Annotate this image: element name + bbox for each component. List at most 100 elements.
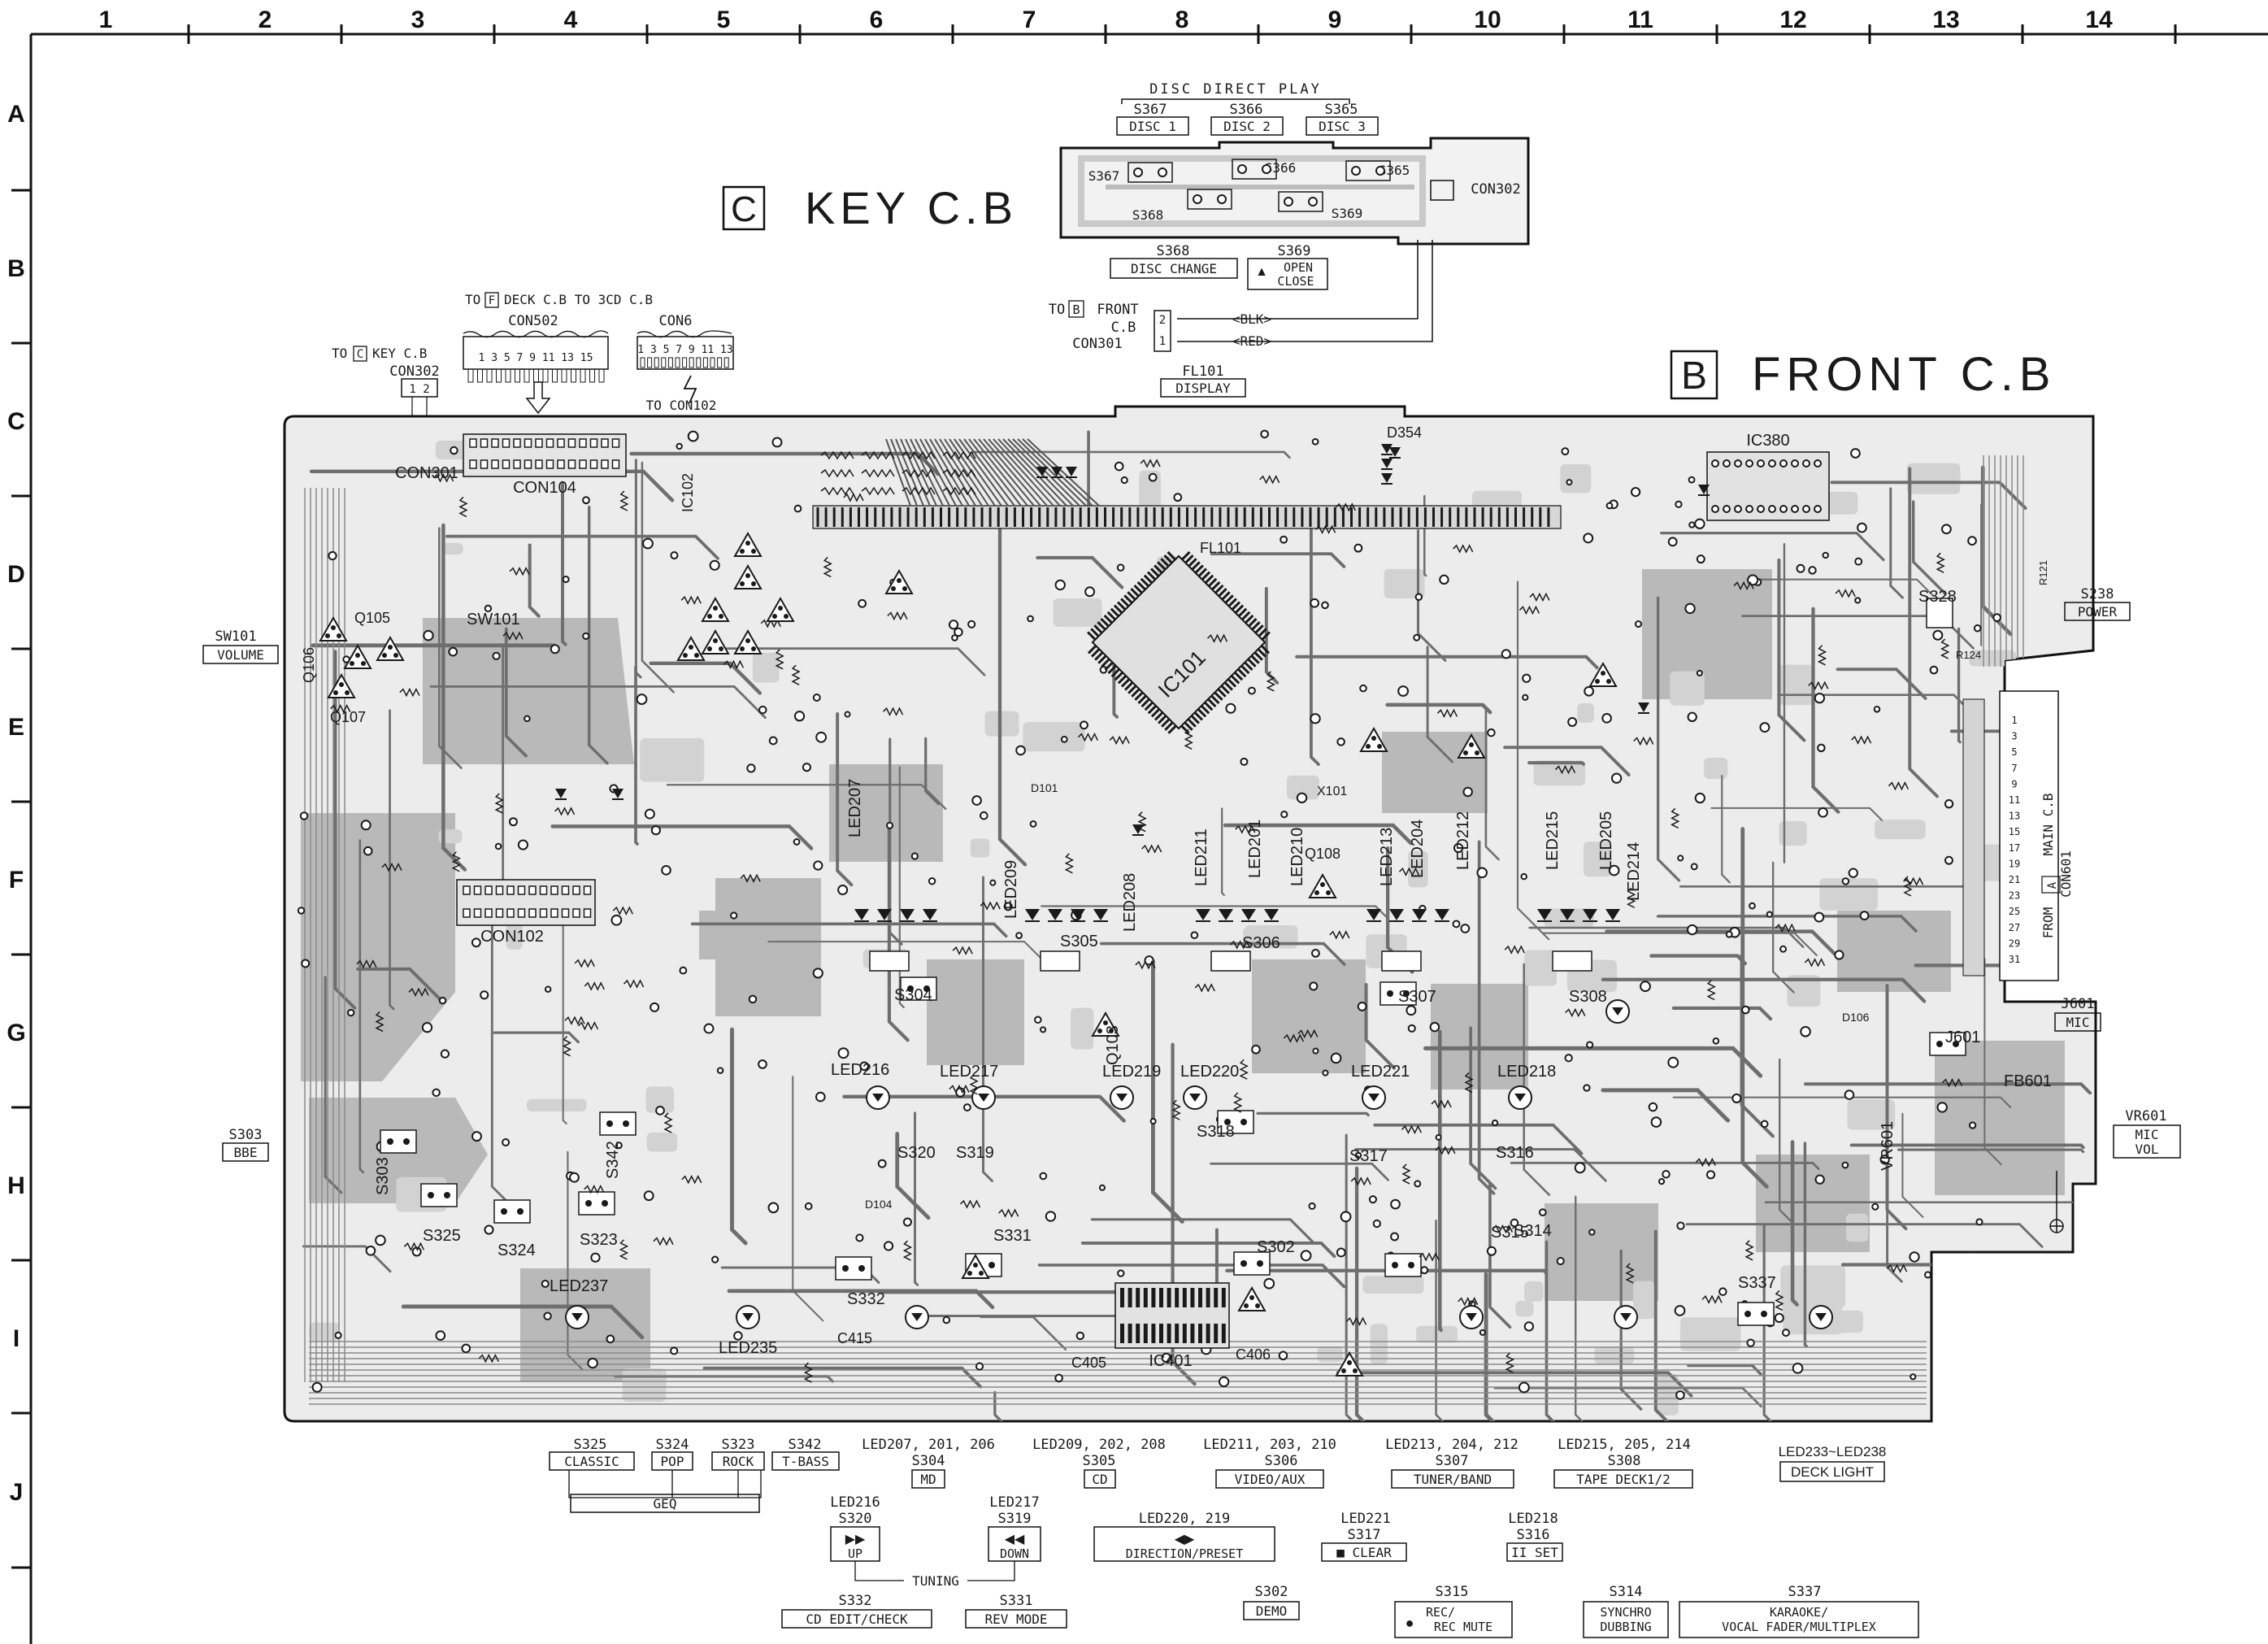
lead	[1214, 691, 1223, 701]
via	[1973, 624, 1982, 633]
pin	[1353, 1368, 1358, 1373]
resistor	[942, 468, 976, 478]
via	[1817, 743, 1826, 753]
via	[971, 795, 982, 806]
via	[650, 1002, 660, 1012]
copper-patch	[1704, 758, 1728, 779]
pin	[561, 368, 567, 383]
resistor	[1315, 524, 1336, 535]
lead	[1167, 550, 1176, 561]
pin	[740, 646, 745, 651]
via	[1605, 502, 1614, 510]
via	[1084, 586, 1096, 598]
pin	[1151, 1324, 1156, 1343]
con601-header	[1962, 698, 1985, 976]
via	[1936, 1102, 1948, 1113]
s342-ref: S342	[789, 1437, 822, 1453]
lead	[1184, 555, 1194, 564]
demo-label: DEMO	[1256, 1603, 1288, 1619]
fl101-board-label: FL101	[1200, 540, 1241, 556]
to-deck-text2: DECK C.B TO 3CD C.B	[504, 292, 653, 307]
con601-pin: 21	[2009, 874, 2020, 885]
pin	[1120, 1288, 1124, 1307]
lead	[1116, 601, 1127, 611]
pin	[772, 614, 777, 619]
column-label-9: 9	[1328, 7, 1342, 33]
bbe-label: BBE	[234, 1145, 258, 1160]
trace	[1171, 1042, 1197, 1386]
pin	[710, 357, 715, 368]
lead	[1237, 607, 1248, 617]
resistor	[952, 946, 973, 955]
switch-pad	[501, 1208, 507, 1215]
con601-pin: 9	[2011, 778, 2017, 789]
pad	[583, 908, 592, 918]
s367-inner: S367	[1088, 168, 1120, 184]
via	[1098, 1184, 1106, 1191]
via	[1518, 1381, 1530, 1394]
trace	[1516, 581, 1550, 941]
via	[1808, 566, 1817, 575]
led-icon	[1435, 909, 1449, 920]
via	[1054, 1373, 1063, 1383]
trace	[723, 647, 986, 676]
switch-body	[1127, 162, 1173, 183]
pin	[1175, 1324, 1180, 1343]
pin	[751, 549, 756, 554]
pin	[524, 368, 530, 383]
resistor	[1744, 1240, 1754, 1261]
fl101-pins	[816, 438, 1550, 527]
pin	[661, 357, 667, 368]
ic102-label: IC102	[680, 473, 696, 512]
pad	[579, 459, 587, 469]
lead	[1107, 664, 1117, 675]
resistor	[1504, 945, 1525, 955]
via	[687, 430, 699, 442]
trace	[1385, 702, 1492, 715]
led-icon	[1189, 1094, 1201, 1102]
s319-led: LED217	[989, 1494, 1039, 1511]
via	[1676, 1221, 1685, 1230]
via	[1850, 448, 1861, 459]
switch-pad	[988, 1262, 995, 1268]
via	[311, 1381, 323, 1393]
via	[1218, 1376, 1230, 1388]
pin	[1167, 1324, 1171, 1343]
trace	[1503, 746, 1631, 776]
via	[661, 865, 671, 876]
led-icon	[1612, 1007, 1623, 1016]
led-icon	[877, 909, 892, 920]
via	[1311, 949, 1320, 958]
via	[804, 1202, 813, 1211]
ic401-label: IC401	[1149, 1352, 1192, 1370]
via	[1429, 1021, 1440, 1033]
trace	[493, 1031, 580, 1044]
lead	[1120, 598, 1130, 607]
pad	[506, 885, 515, 895]
resistor	[1492, 1224, 1514, 1234]
lead	[1190, 715, 1200, 724]
pin	[751, 581, 756, 586]
via	[1510, 1218, 1519, 1228]
fl-trace	[1012, 438, 1080, 507]
lead	[1191, 561, 1201, 571]
pin	[1190, 1288, 1195, 1307]
lead	[1233, 671, 1244, 681]
via	[1054, 579, 1066, 591]
via	[461, 1343, 471, 1354]
column-label-3: 3	[411, 7, 425, 33]
resistor	[1903, 876, 1913, 897]
lead	[1181, 550, 1191, 561]
fl-trace	[919, 438, 957, 507]
via	[1522, 694, 1529, 701]
led-icon	[1093, 909, 1108, 920]
switch-pad	[606, 1120, 613, 1127]
pad	[473, 885, 482, 895]
via	[1439, 574, 1449, 585]
row-label-C: C	[7, 408, 25, 435]
s320-ref: S320	[839, 1511, 872, 1527]
via	[1601, 713, 1612, 724]
column-ticks	[187, 24, 2177, 44]
fl-trace	[983, 438, 1041, 507]
trace	[1980, 465, 2013, 637]
